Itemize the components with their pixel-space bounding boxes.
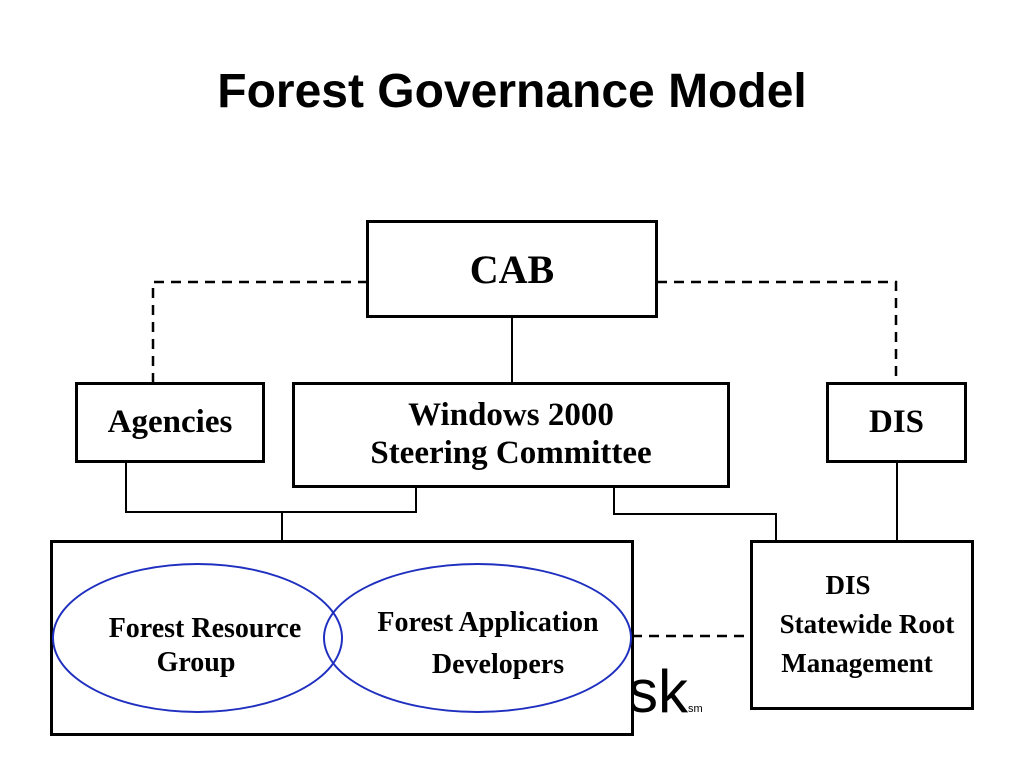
dis-root-box xyxy=(750,540,974,710)
steering-line2: Steering Committee xyxy=(370,435,652,471)
agencies-box: Agencies xyxy=(75,382,265,463)
dis-root-line3: Management xyxy=(781,648,933,679)
steering-committee-box: Windows 2000 Steering Committee xyxy=(292,382,730,488)
dis-box: DIS xyxy=(826,382,967,463)
forest-resource-label: Forest Resource Group xyxy=(85,612,325,679)
forest-resource-line2: Group xyxy=(156,646,236,678)
dis-root-line1: DIS xyxy=(825,570,871,600)
watermark: sksm xyxy=(628,662,703,722)
cab-agencies-dashed-link xyxy=(151,280,368,384)
cab-label: CAB xyxy=(469,246,555,292)
steering-disroot-link xyxy=(613,487,777,542)
agencies-label: Agencies xyxy=(107,404,233,440)
forest-app-line2: Developers xyxy=(431,649,565,680)
cab-dis-dashed-link xyxy=(657,280,898,384)
agencies-forest-link xyxy=(125,462,417,513)
steering-line1: Windows 2000 xyxy=(408,397,614,434)
watermark-superscript: sm xyxy=(688,703,703,715)
dis-root-label: DIS Statewide Root Management xyxy=(752,566,974,683)
dis-root-line2: Statewide Root xyxy=(779,609,955,640)
watermark-text: sk xyxy=(628,658,688,725)
forest-app-ellipse xyxy=(323,563,632,713)
forest-app-label: Forest Application Developers xyxy=(355,602,621,686)
dis-label: DIS xyxy=(868,404,925,440)
forest-app-line1: Forest Application xyxy=(377,607,599,638)
forest-resource-line1: Forest Resource xyxy=(108,613,302,644)
cab-box: CAB xyxy=(366,220,658,318)
page-title: Forest Governance Model xyxy=(217,65,807,118)
